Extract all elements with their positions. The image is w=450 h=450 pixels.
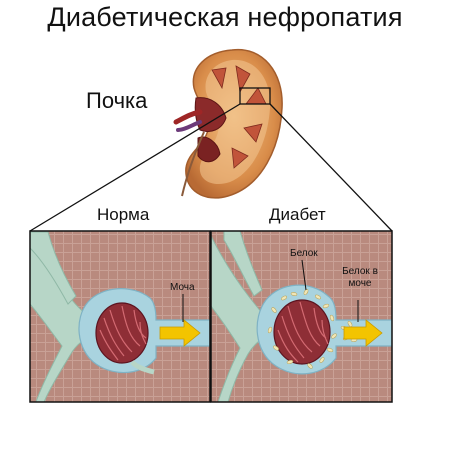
- urine-arrow: [159, 319, 201, 347]
- glomerulus: [95, 302, 155, 375]
- normal-label: Норма: [97, 205, 150, 224]
- urine-label: Моча: [170, 282, 195, 293]
- blood-vessel: [211, 235, 271, 402]
- kidney-label: Почка: [86, 88, 148, 113]
- renal-pyramids: [211, 65, 267, 169]
- diabetes-label: Диабет: [269, 205, 326, 224]
- kidney-illustration: [173, 48, 283, 199]
- zoom-box: [239, 87, 271, 105]
- protein-in-urine-line1: Белок в: [342, 266, 378, 277]
- zoom-lines: [29, 103, 393, 232]
- panel-diabetes: [210, 230, 393, 403]
- protein-in-urine-label: Белок в моче: [338, 266, 382, 290]
- glomerulus: [273, 299, 331, 365]
- page-title: Диабетическая нефропатия: [47, 2, 403, 32]
- protein-urine-arrow: [343, 319, 383, 347]
- protein-in-urine-line2: моче: [348, 278, 372, 289]
- panel-normal: [29, 230, 211, 403]
- protein-label: Белок: [290, 248, 318, 259]
